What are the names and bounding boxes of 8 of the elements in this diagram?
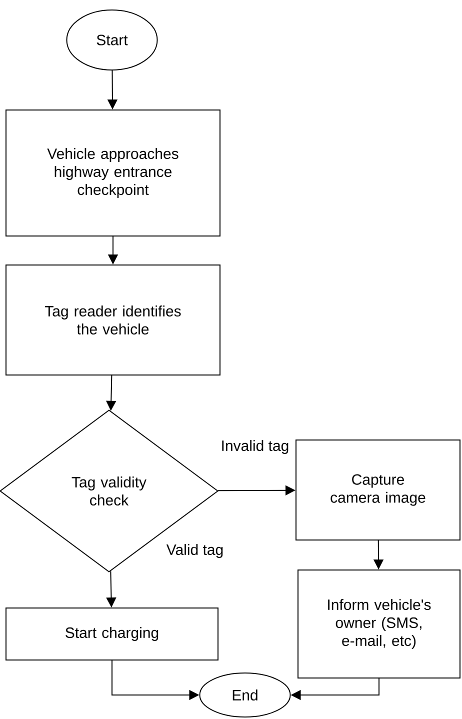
process-box: Inform vehicle's owner (SMS, e-mail, etc): [298, 570, 460, 678]
end-terminal: End: [199, 672, 291, 718]
process-box: Tag reader identifies the vehicle: [6, 264, 220, 376]
process-box: Start charging: [6, 608, 218, 660]
edge-label: Invalid tag: [222, 440, 288, 454]
process-box: Vehicle approaches highway entrance checkpoint: [6, 110, 220, 236]
start-terminal: Start: [66, 10, 158, 70]
process-box: Capture camera image: [296, 440, 460, 540]
